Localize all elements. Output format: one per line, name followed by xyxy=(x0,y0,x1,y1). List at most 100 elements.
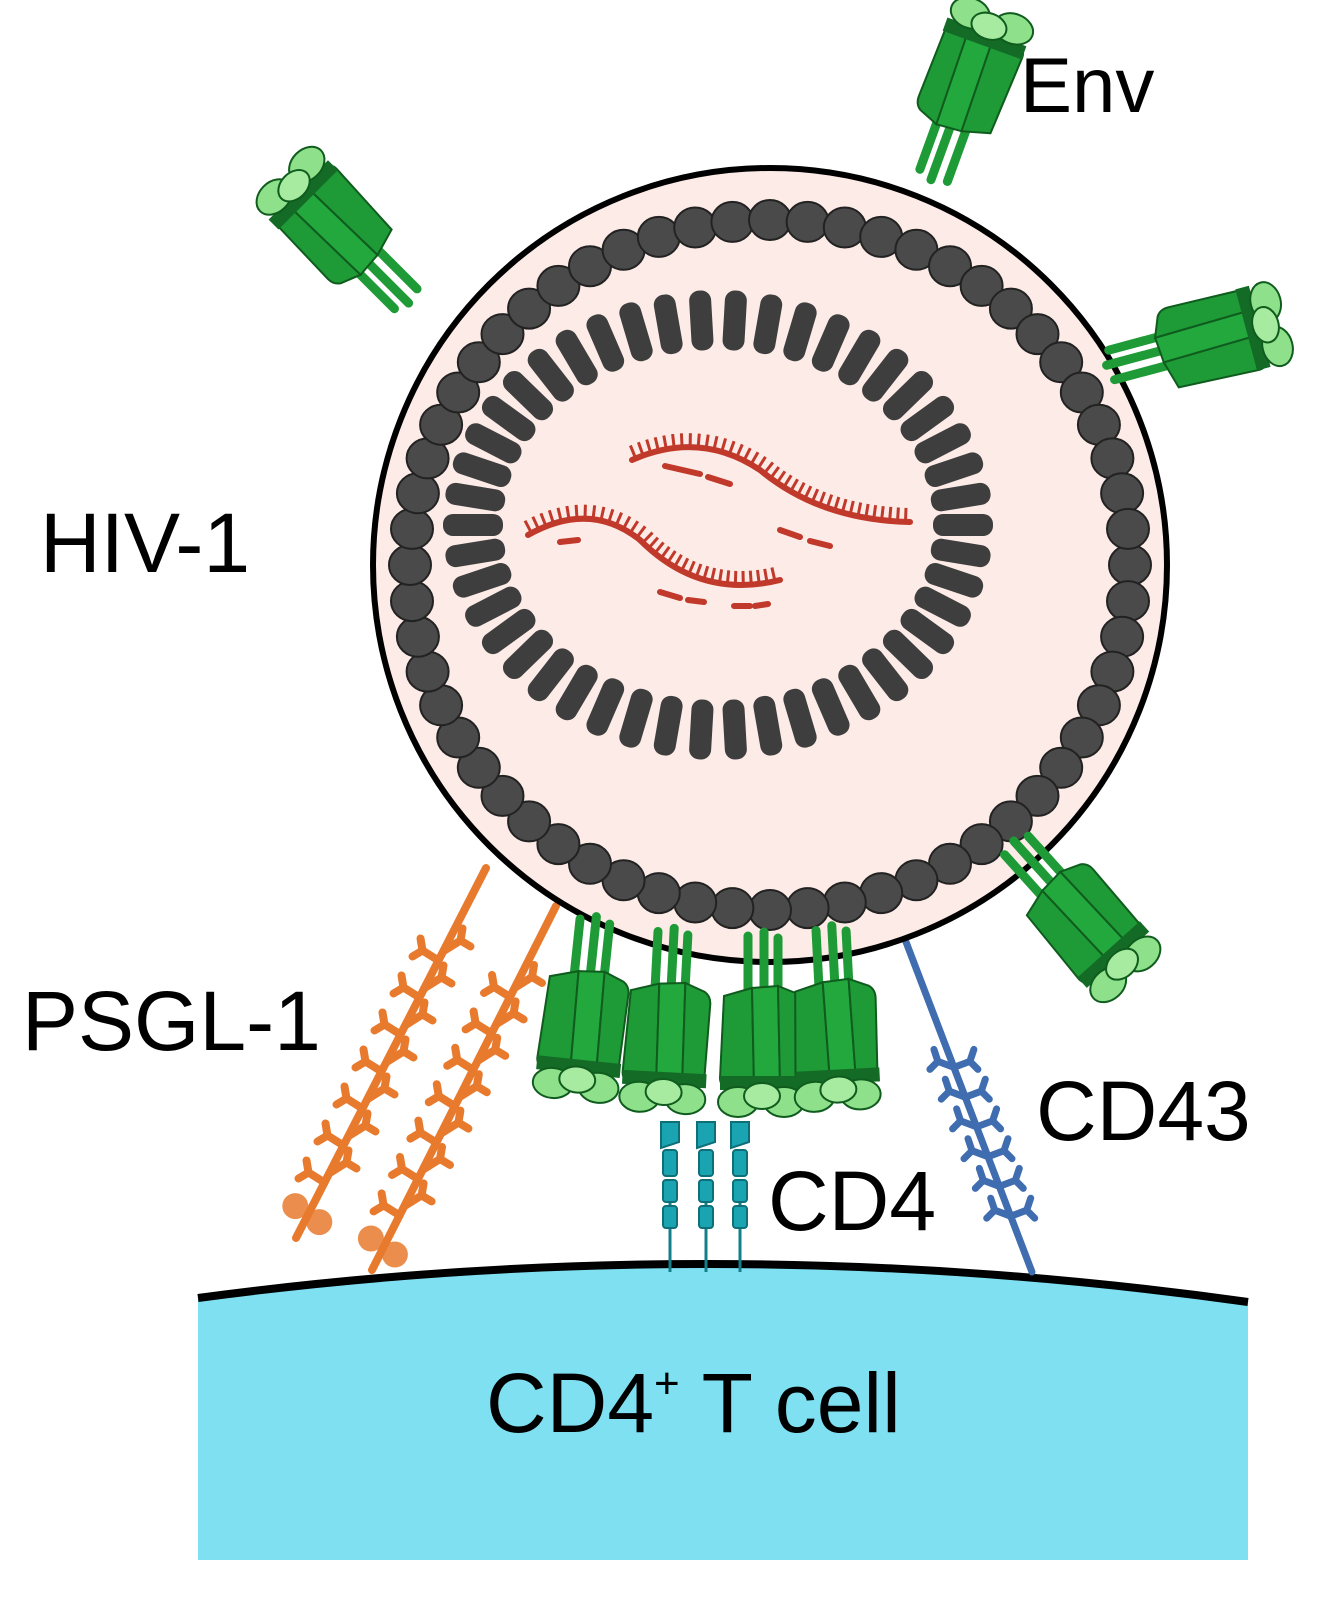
capsid-protein xyxy=(465,586,522,627)
capsid-protein xyxy=(555,329,598,386)
capsid-protein xyxy=(443,514,503,536)
cd4-receptor-icon xyxy=(659,1120,751,1274)
t-cell-label-prefix: CD4 xyxy=(486,1356,654,1450)
matrix-protein xyxy=(1039,746,1084,789)
capsid-protein xyxy=(838,329,881,386)
matrix-protein xyxy=(395,472,440,515)
matrix-protein xyxy=(480,774,525,817)
matrix-protein xyxy=(710,200,755,243)
capsid-protein xyxy=(502,370,554,421)
cd4-label: CD4 xyxy=(768,1154,936,1248)
matrix-protein xyxy=(436,371,481,414)
matrix-protein xyxy=(636,215,681,258)
matrix-protein xyxy=(480,313,525,356)
capsid-protein xyxy=(502,629,554,680)
capsid-protein xyxy=(586,678,625,736)
capsid-protein xyxy=(527,348,574,402)
capsid-protein xyxy=(465,423,522,464)
matrix-protein xyxy=(822,881,867,924)
matrix-protein xyxy=(1100,472,1145,515)
capsid-protein xyxy=(811,678,850,736)
matrix-protein xyxy=(456,746,501,789)
capsid-protein xyxy=(900,395,955,442)
matrix-protein xyxy=(1100,615,1145,658)
capsid-protein xyxy=(722,699,747,760)
matrix-protein xyxy=(1059,716,1104,759)
capsid-protein xyxy=(619,302,653,362)
t-cell xyxy=(197,1259,1249,1560)
cd43-label: CD43 xyxy=(1036,1064,1251,1158)
capsid-protein xyxy=(445,482,506,512)
matrix-protein xyxy=(673,206,718,249)
matrix-protein xyxy=(748,199,792,241)
cd43-glycoprotein-icon xyxy=(886,896,1035,1276)
capsid-protein xyxy=(838,664,881,721)
matrix-protein xyxy=(1039,341,1084,384)
matrix-protein xyxy=(710,887,755,930)
capsid-protein xyxy=(900,608,955,655)
capsid-protein xyxy=(924,452,984,487)
matrix-protein xyxy=(536,823,581,866)
matrix-protein xyxy=(390,507,434,550)
t-cell-label-suffix: T cell xyxy=(680,1356,901,1450)
matrix-protein xyxy=(785,200,830,243)
matrix-protein xyxy=(928,245,972,288)
matrix-protein xyxy=(785,887,830,930)
matrix-protein xyxy=(1108,544,1152,586)
capsid-protein xyxy=(882,629,934,680)
capsid-ring xyxy=(443,290,993,760)
matrix-protein xyxy=(390,580,434,623)
matrix-protein xyxy=(507,800,552,843)
capsid-protein xyxy=(619,688,653,748)
capsid-protein xyxy=(924,563,984,598)
psgl1-label: PSGL-1 xyxy=(22,974,321,1068)
matrix-protein xyxy=(507,287,552,330)
matrix-protein xyxy=(748,889,792,931)
capsid-protein xyxy=(445,538,506,568)
capsid-protein xyxy=(527,648,574,702)
matrix-protein xyxy=(568,842,612,885)
capsid-protein xyxy=(753,294,783,355)
matrix-protein xyxy=(673,881,718,924)
matrix-protein xyxy=(1106,507,1150,550)
capsid-protein xyxy=(930,482,991,512)
matrix-protein xyxy=(1106,580,1150,623)
capsid-protein xyxy=(930,538,991,568)
t-cell-label-superscript: + xyxy=(654,1359,680,1408)
matrix-protein xyxy=(822,206,867,249)
matrix-protein xyxy=(388,544,432,586)
hiv-virion xyxy=(370,165,1170,965)
matrix-protein xyxy=(959,264,1004,307)
matrix-protein xyxy=(959,823,1004,866)
rna-genome-icon xyxy=(523,433,913,609)
capsid-protein xyxy=(783,302,817,362)
capsid-protein xyxy=(481,608,536,655)
capsid-protein xyxy=(933,514,993,536)
matrix-protein xyxy=(988,287,1033,330)
capsid-protein xyxy=(452,452,512,487)
capsid-protein xyxy=(653,294,683,355)
matrix-protein xyxy=(536,264,581,307)
matrix-protein xyxy=(405,650,450,693)
matrix-ring xyxy=(388,199,1152,931)
matrix-protein xyxy=(395,615,440,658)
matrix-protein xyxy=(456,341,501,384)
capsid-protein xyxy=(811,314,850,372)
capsid-protein xyxy=(452,563,512,598)
capsid-protein xyxy=(653,695,683,756)
t-cell-label: CD4+ T cell xyxy=(486,1356,901,1450)
capsid-protein xyxy=(555,664,598,721)
matrix-protein xyxy=(1015,774,1060,817)
env-label: Env xyxy=(1020,41,1154,129)
capsid-protein xyxy=(481,395,536,442)
matrix-protein xyxy=(859,872,904,915)
psgl1-glycoprotein-icon xyxy=(282,864,560,1274)
matrix-protein xyxy=(1015,313,1060,356)
hiv-label: HIV-1 xyxy=(40,496,250,590)
capsid-protein xyxy=(783,688,817,748)
capsid-protein xyxy=(914,586,971,627)
matrix-protein xyxy=(1090,437,1135,480)
capsid-protein xyxy=(862,648,909,702)
capsid-protein xyxy=(722,290,747,351)
